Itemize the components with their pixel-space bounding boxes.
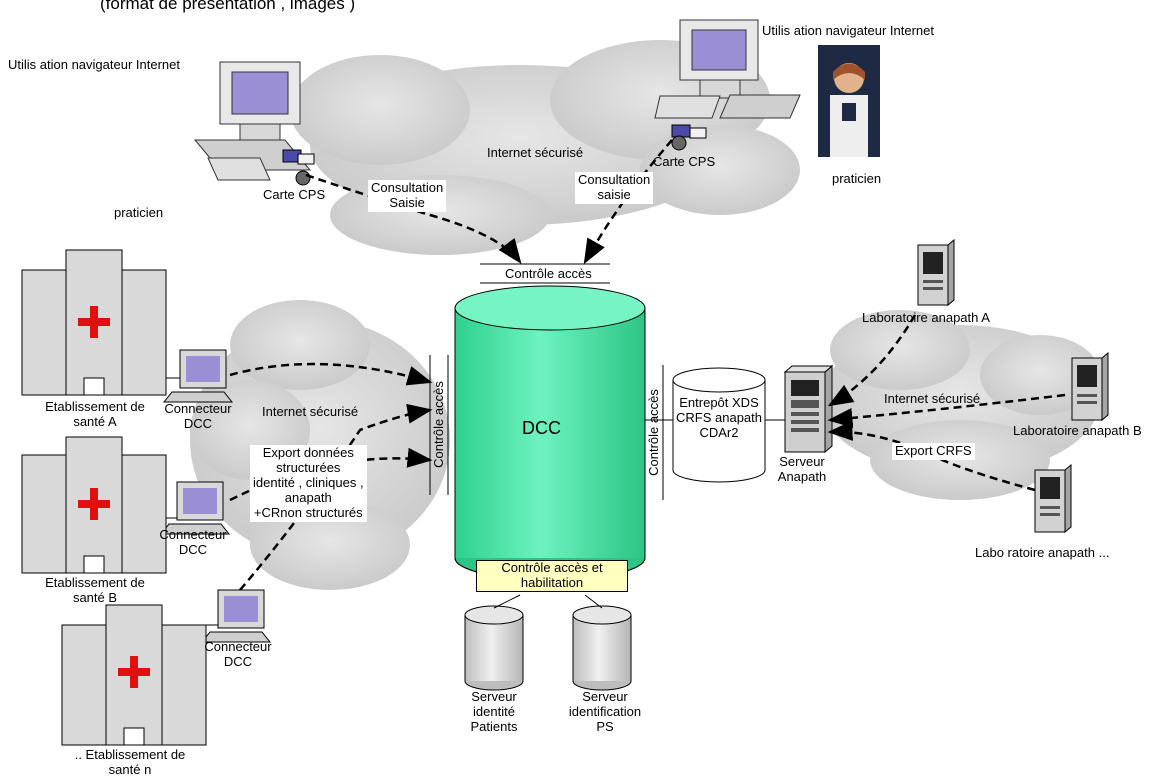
cloud-left-label: Internet sécurisé (262, 404, 359, 419)
lab-a-label: Laboratoire anapath A (862, 310, 990, 325)
identity-server-line: identité (473, 703, 515, 719)
warehouse-line: Entrepôt XDS (679, 395, 759, 410)
establishment-a-label: Etablissement de santé A (30, 399, 160, 430)
consultation-right-line: saisie (597, 186, 631, 202)
praticien-left-label: praticien (114, 205, 164, 220)
identification-server-line: Serveur (582, 689, 628, 704)
flow-arrow-lab-b (827, 393, 1066, 428)
establishment-b-line: santé B (72, 589, 118, 605)
anapath-server-icon (783, 364, 834, 454)
connector-b-line: Connecteur (159, 527, 227, 542)
identity-server-line: Patients (470, 718, 518, 734)
connector-a-label: Connecteur DCC (158, 401, 238, 432)
identity-server-label: Serveur identité Patients (454, 689, 534, 735)
connector-computer-n-icon (200, 589, 272, 643)
anapath-server-line: Serveur (779, 454, 825, 469)
identification-server-line: identification (568, 703, 642, 719)
consultation-right-label: Consultation saisie (575, 172, 654, 204)
link-line (493, 594, 521, 609)
connector-n-line: Connecteur (204, 639, 272, 654)
identification-server-label: Serveur identification PS (560, 689, 650, 735)
establishment-n-line: santé n (108, 761, 152, 777)
access-control-left-label: Contrôle accès (430, 381, 446, 468)
consultation-right-line: Consultation (578, 172, 651, 187)
establishment-a-line: Etablissement de (45, 399, 145, 414)
anapath-server-label: Serveur Anapath (772, 454, 832, 485)
connector-a-line: Connecteur (164, 401, 232, 416)
computer-left (193, 61, 312, 181)
lab-server-b-icon (1071, 351, 1109, 422)
flow-arrow-left-consult (305, 173, 522, 265)
connector-n-line: DCC (223, 653, 253, 669)
access-control-top-label: Contrôle accès (505, 266, 592, 281)
dcc-label: DCC (522, 418, 561, 438)
identification-server-line: PS (596, 718, 614, 734)
connector-computer-a-icon (162, 349, 234, 403)
anapath-server-line: Anapath (777, 468, 827, 484)
identity-server-cylinder (464, 605, 524, 691)
access-habilitation-box: Contrôle accès et habilitation (476, 560, 628, 592)
export-crfs-label: Export CRFS (892, 443, 975, 460)
cloud-right-label: Internet sécurisé (884, 391, 981, 406)
browser-usage-right-label: Utilis ation navigateur Internet (762, 23, 934, 38)
access-habilitation-line: habilitation (520, 574, 584, 590)
dcc-cylinder (454, 285, 646, 581)
export-data-line: Export données (262, 445, 354, 460)
flow-arrow-right-consult (583, 139, 673, 265)
connector-a-line: DCC (183, 415, 213, 431)
lab-server-n-icon (1034, 463, 1072, 534)
warehouse-cylinder (672, 367, 766, 483)
connector-b-label: Connecteur DCC (153, 527, 233, 558)
consultation-left-label: Consultation Saisie (368, 180, 447, 212)
hospital-building-b-icon (21, 436, 167, 574)
flow-arrow-lab-a (827, 314, 917, 407)
consultation-left-line: Consultation (371, 180, 444, 195)
cps-card-left-label: Carte CPS (263, 187, 326, 202)
establishment-a-line: santé A (73, 413, 117, 429)
export-data-line: structurées (276, 459, 341, 475)
lab-n-label: Labo ratoire anapath ... (975, 545, 1110, 560)
identification-server-cylinder (572, 605, 632, 691)
connector-n-label: Connecteur DCC (198, 639, 278, 670)
lab-server-a-icon (917, 238, 955, 307)
warehouse-label: Entrepôt XDS CRFS anapath CDAr2 (672, 395, 766, 441)
establishment-n-label: .. Etablissement de santé n (55, 747, 205, 778)
warehouse-line: CDAr2 (699, 424, 739, 440)
warehouse-line: CRFS anapath (676, 409, 762, 425)
export-data-line: anapath (284, 489, 332, 505)
cloud-left (190, 300, 450, 590)
identity-server-line: Serveur (471, 689, 517, 704)
doctor-icon (818, 45, 880, 157)
establishment-n-line: .. Etablissement de (74, 747, 186, 762)
cloud-top-label: Internet sécurisé (487, 145, 584, 160)
browser-usage-left-label: Utilis ation navigateur Internet (8, 57, 180, 72)
lab-b-label: Laboratoire anapath B (1013, 423, 1142, 438)
page-header: (format de présentation , images ) (100, 0, 356, 13)
access-control-right-label: Contrôle accès (645, 389, 661, 476)
flow-arrow-connector-a (229, 362, 433, 386)
export-data-label: Export données structurées identité , cl… (250, 445, 367, 522)
cloud-right (820, 310, 1100, 500)
export-data-line: identité , cliniques , (253, 474, 364, 490)
hospital-building-a-icon (21, 249, 167, 396)
card-reader-right-icon (671, 124, 707, 151)
computer-right (654, 19, 801, 119)
link-line (584, 594, 603, 609)
hospital-building-n-icon (61, 604, 207, 746)
consultation-left-line: Saisie (389, 194, 425, 210)
access-habilitation-line: Contrôle accès et (501, 560, 603, 575)
establishment-b-label: Etablissement de santé B (30, 575, 160, 606)
establishment-b-line: Etablissement de (45, 575, 145, 590)
praticien-right-label: praticien (832, 171, 882, 186)
connector-b-line: DCC (178, 541, 208, 557)
cps-card-right-label: Carte CPS (653, 154, 716, 169)
export-data-line: +CRnon structurés (253, 504, 363, 520)
